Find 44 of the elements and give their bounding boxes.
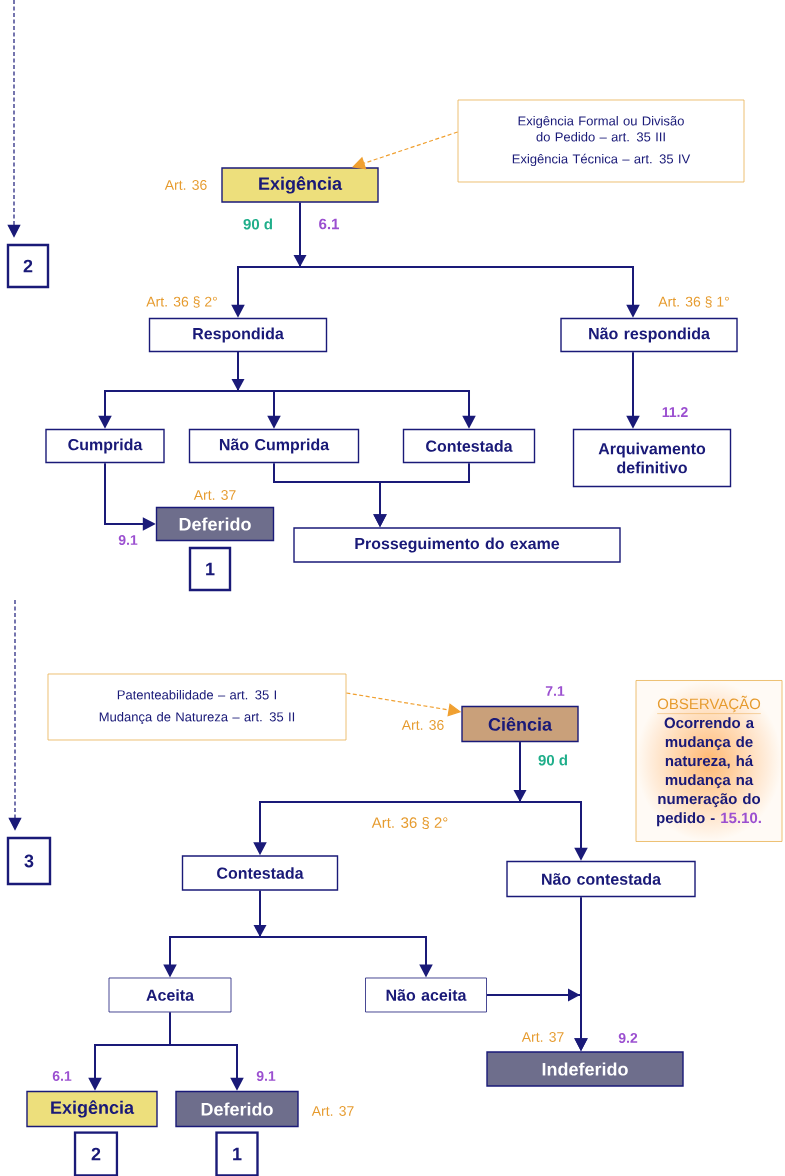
process-box: Prosseguimento do exame <box>293 527 621 563</box>
reference-number-box: 2 <box>73 1131 119 1176</box>
process-box: Não aceita <box>365 977 487 1013</box>
note-box: Patenteabilidade – art. 35 I Mudança de Natureza – art. 35 II <box>47 673 347 741</box>
edge-label: 9.2 <box>617 1032 639 1044</box>
process-box: Arquivamento definitivo <box>572 428 732 488</box>
side-label: Art. 37 <box>193 490 236 500</box>
status-box: Indeferido <box>486 1051 684 1087</box>
process-box: Não Cumprida <box>188 428 360 464</box>
dashed-arrow <box>8 599 22 831</box>
reference-number-box: 3 <box>6 836 52 886</box>
annotation-label: 6.1 <box>317 217 341 231</box>
side-label: Art. 37 <box>311 1106 354 1116</box>
status-box: Deferido <box>175 1090 299 1128</box>
dashed-arrow <box>7 0 21 238</box>
edge-label: 11.2 <box>660 406 690 418</box>
status-box: Deferido <box>155 506 275 542</box>
process-box: Não respondida <box>560 317 738 353</box>
note-box: Exigência Formal ou Divisão do Pedido – art. 35 III Exigência Técnica – art. 35 IV <box>457 99 745 183</box>
reference-number-box: 2 <box>6 243 50 289</box>
edge-label: Art. 36 § 1° <box>657 295 731 309</box>
process-box: Contestada <box>181 855 339 891</box>
process-box: Aceita <box>108 977 232 1013</box>
reference-number-box: 1 <box>215 1131 259 1176</box>
status-box: Exigência <box>221 167 379 203</box>
side-label: Art. 37 <box>521 1032 564 1042</box>
side-label: Art. 36 <box>164 180 207 190</box>
dashed-arrow <box>352 131 459 170</box>
process-box: Cumprida <box>45 428 165 464</box>
annotation-label: Art. 36 § 2° <box>370 815 450 831</box>
note-box: OBSERVAÇÃO Ocorrendo a mudança de natureza, há mudança na numeração do pedido - 15.10. <box>635 680 783 842</box>
side-label: Art. 36 <box>401 720 444 730</box>
status-box: Exigência <box>26 1090 158 1128</box>
edge-label: Art. 36 § 2° <box>145 295 219 309</box>
process-box: Contestada <box>402 428 536 464</box>
status-box: Ciência <box>461 705 579 743</box>
reference-number-box: 1 <box>188 546 232 592</box>
process-box: Não contestada <box>506 860 696 898</box>
process-box: Respondida <box>148 317 328 353</box>
edge-label: 6.1 <box>51 1070 73 1082</box>
side-label: 7.1 <box>545 686 565 696</box>
annotation-label: 90 d <box>242 217 274 231</box>
edge-label: 9.1 <box>117 534 139 546</box>
edge-label: 9.1 <box>255 1070 277 1082</box>
